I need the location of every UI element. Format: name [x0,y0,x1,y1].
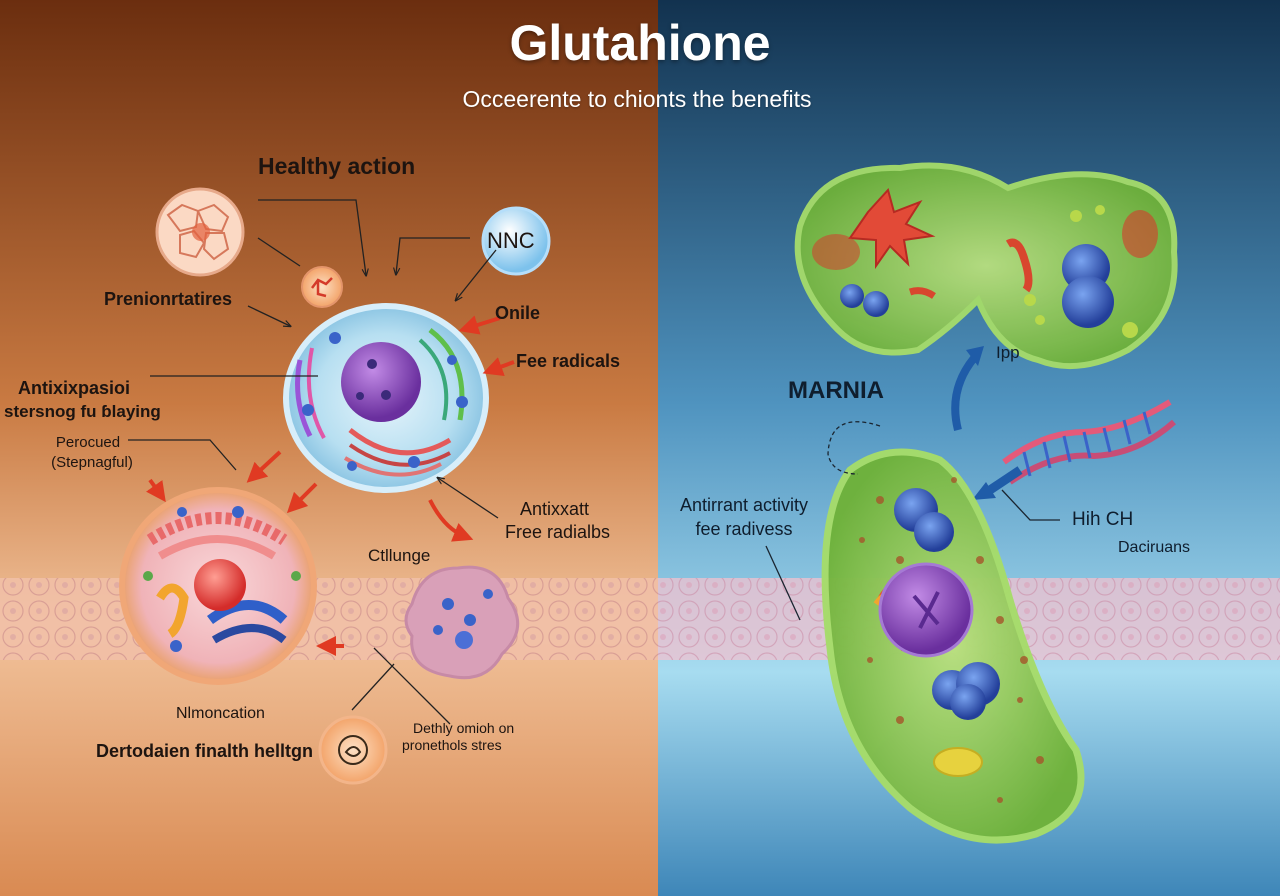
incoming-arrow [987,466,1023,494]
label-antirrant-sub: fee radivess [695,519,793,539]
nnc-bubble [481,206,551,276]
label-antirrant: Antirrant activity [679,495,809,515]
molecule-illustration [301,266,343,308]
label-ctllunge: Ctllunge [368,546,431,565]
label-nlmoncation: Nlmoncation [176,705,265,722]
label-antixxatt-sub: Free radialbs [505,522,611,542]
label-hihch: Hih CH [1072,509,1134,530]
stressed-cell [404,565,520,680]
upper-green-cell [794,162,1178,370]
damaged-cell [119,487,317,685]
label-antixixpasion-sub: stersnog fu ɓlaying [4,402,161,421]
dna-strand [1002,399,1176,485]
tissue-cell-illustration [155,187,245,277]
label-antixxatt: Antixxatt [520,499,590,519]
leader-lines-left [128,199,499,725]
lower-green-cell [821,448,1085,844]
label-perocued: Perocued [55,434,121,451]
red-arrows [146,315,515,656]
label-dethly-sub: pronethols stres [402,737,502,753]
page-subtitle: Occeerente to chionts the benefits [462,86,812,112]
label-onile: Onile [495,303,541,323]
label-fee-radicals: Fee radicals [516,351,621,371]
label-nnc: NNC [487,228,535,253]
label-dertodaien: Dertodaien finalth helltgn [96,741,314,761]
label-perocued-sub: (Stepnagful) [51,454,133,471]
label-marnia: MARNIA [788,377,884,404]
leader-lines-right [765,421,1060,621]
healthy-action-heading: Healthy action [258,153,416,179]
label-dethly: Dethly omioh on [413,720,515,736]
upward-arrow [951,355,978,431]
label-prenionrtatires: Prenionrtatires [104,289,233,309]
label-ipp: Ipp [996,343,1020,362]
page-title: Glutahione [509,15,771,71]
label-daciruans: Daciruans [1118,539,1191,556]
radical-icon [318,715,388,785]
label-antixixpasion: Antixixpasioi [18,378,131,398]
healthy-cell [283,303,489,493]
